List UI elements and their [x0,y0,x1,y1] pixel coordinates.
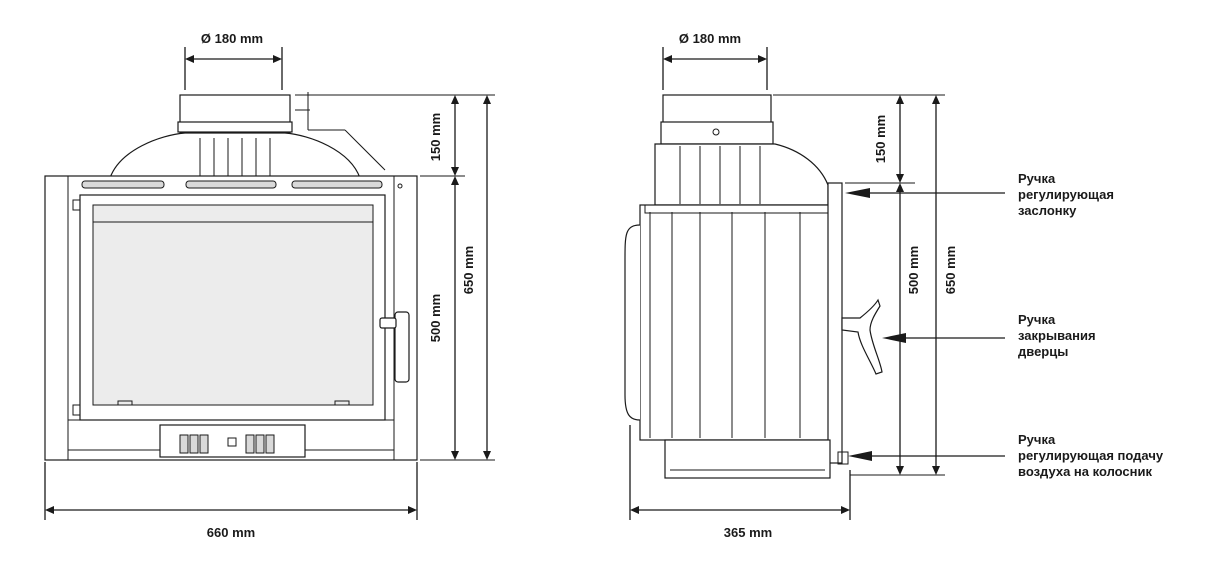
side-body [639,204,831,441]
front-width-label: 660 mm [207,525,255,540]
damper-handle-label-line: заслонку [1018,203,1077,218]
side-height-dimensions: 150 mm 500 mm 650 mm [773,94,958,476]
front-width-dimension: 660 mm [44,462,418,540]
air-handle-label-line: воздуха на колосник [1018,464,1152,479]
side-rear-loop [624,224,641,421]
side-height-top-label: 150 mm [873,115,888,163]
front-glass [92,204,374,406]
front-view: Ø 180 mm 660 mm 15 [44,31,495,540]
side-door-handle [841,298,883,375]
door-handle-callout-arrow [882,333,1005,343]
front-damper-rod [295,92,386,171]
side-height-total-label: 650 mm [943,246,958,294]
front-flue-dimension: Ø 180 mm [184,31,283,90]
front-vent-slot [291,180,383,189]
side-base [664,439,831,479]
side-top-casting [654,143,829,206]
side-depth-dimension: 365 mm [629,425,851,540]
front-height-dimensions: 150 mm 500 mm 650 mm [295,94,495,461]
side-flue-dimension: Ø 180 mm [662,31,768,90]
damper-handle-label: Ручка регулирующая заслонку [1018,171,1118,218]
side-front-plate [827,182,843,464]
front-vent-slot [185,180,277,189]
side-height-body-label: 500 mm [906,246,921,294]
air-handle-label-line: регулирующая подачу [1018,448,1164,463]
front-flue-label: Ø 180 mm [201,31,263,46]
damper-handle-label-line: Ручка [1018,171,1056,186]
side-depth-label: 365 mm [724,525,772,540]
side-view: Ø 180 mm 365 mm 150 mm 500 mm [624,31,1167,540]
front-height-top-label: 150 mm [428,113,443,161]
front-door-handle [379,311,410,383]
side-flue-label: Ø 180 mm [679,31,741,46]
front-height-body-label: 500 mm [428,294,443,342]
door-handle-label-line: дверцы [1018,344,1068,359]
air-handle-label-line: Ручка [1018,432,1056,447]
door-handle-label-line: закрывания [1018,328,1096,343]
front-vent-slot [81,180,165,189]
air-handle-callout-arrow [848,451,1005,461]
door-handle-label: Ручка закрывания дверцы [1018,312,1099,359]
air-handle-label: Ручка регулирующая подачу воздуха на кол… [1018,432,1167,479]
front-height-total-label: 650 mm [461,246,476,294]
front-top-dome [109,132,361,179]
damper-handle-callout-arrow [845,188,1005,198]
door-handle-label-line: Ручка [1018,312,1056,327]
damper-handle-label-line: регулирующая [1018,187,1114,202]
